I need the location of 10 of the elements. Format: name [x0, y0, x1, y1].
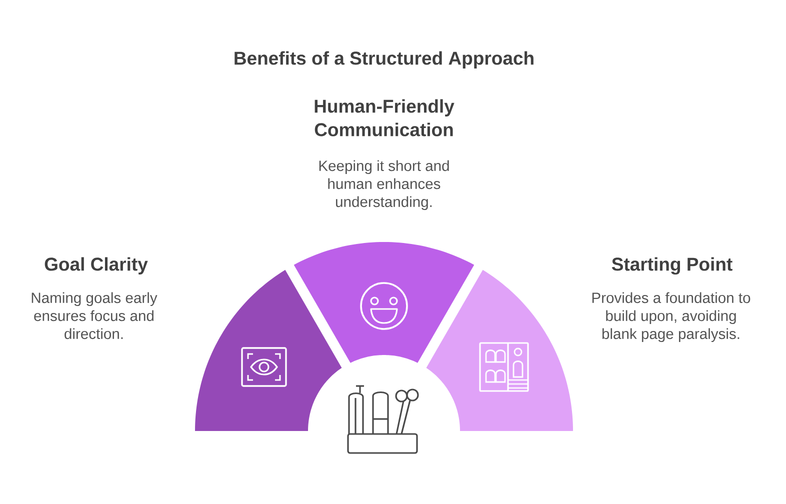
heading: Goal Clarity: [44, 257, 148, 274]
description: Provides a foundation to build upon, avoiding blank page paralysis.: [592, 292, 750, 342]
description: Naming goals early ensures focus and direction.: [32, 292, 158, 340]
heading: Human-Friendly Communication: [314, 99, 454, 136]
description: Keeping it short and human enhances understanding.: [319, 160, 449, 210]
sector: [426, 270, 573, 431]
heading: Starting Point: [612, 257, 732, 275]
sector: [294, 242, 474, 363]
title: Benefits of a Structured Approach: [234, 51, 534, 68]
sector: [195, 270, 342, 431]
